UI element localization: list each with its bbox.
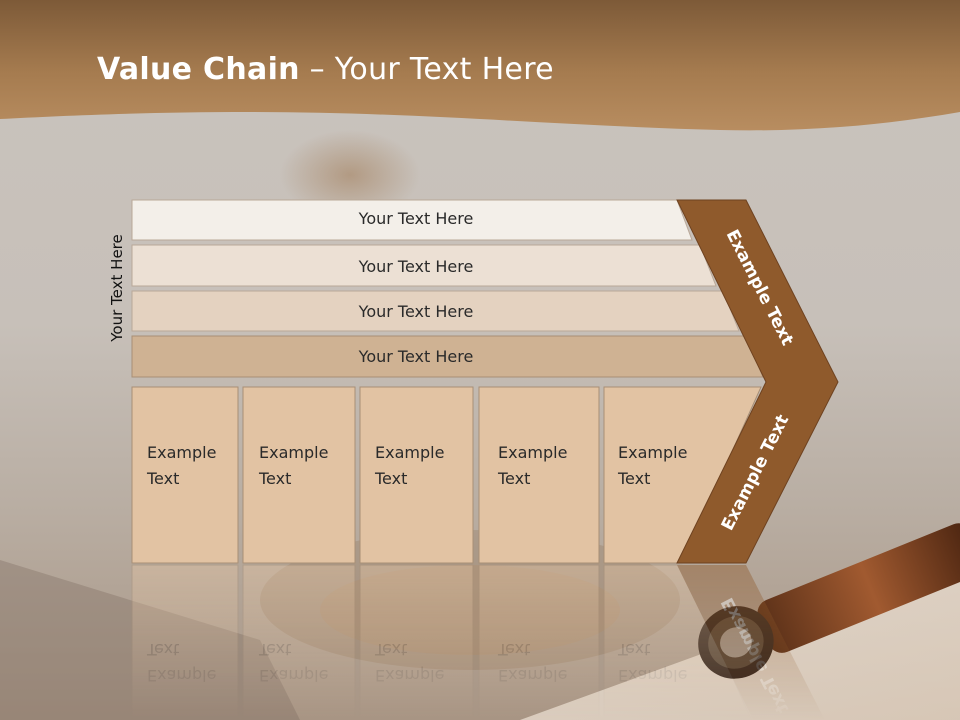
primary-column-4 [478,386,600,564]
reflection-text: Text [617,640,650,659]
reflection-text: Text [497,640,530,659]
diagram-reflection: Example Text Example Text Example Text E… [131,564,825,720]
support-row-1 [131,199,693,241]
primary-column-4-line2: Text [497,469,530,488]
primary-column-1-line1: Example [147,443,216,462]
primary-column-2 [242,386,356,564]
reflection-text: Text [146,640,179,659]
reflection-text: Example [147,666,216,685]
primary-column-3-line2: Text [374,469,407,488]
primary-column-1 [131,386,239,564]
primary-column-3 [359,386,474,564]
primary-column-5-line2: Text [617,469,650,488]
title-rest: – Your Text Here [299,52,554,87]
support-row-3 [131,290,740,332]
reflection-text: Text [258,640,291,659]
support-row-3-label: Your Text Here [358,302,474,321]
primary-column-2-line1: Example [259,443,328,462]
title-band [0,0,960,131]
primary-column-5-line1: Example [618,443,687,462]
primary-column-3-line1: Example [375,443,444,462]
primary-column-2-line2: Text [258,469,291,488]
support-row-4-label: Your Text Here [358,347,474,366]
support-row-1-label: Your Text Here [358,209,474,228]
reflection-text: Example [375,666,444,685]
primary-column-4-line1: Example [498,443,567,462]
reflection-text: Text [374,640,407,659]
reflection-text: Example [259,666,328,685]
side-label: Your Text Here [108,234,126,342]
slide-title: Value Chain – Your Text Here [97,52,554,87]
title-bold: Value Chain [97,52,300,87]
reflection-text: Example [498,666,567,685]
margin-chevron [676,199,839,564]
reflection-text: Example [618,666,687,685]
support-row-2 [131,244,717,287]
support-row-2-label: Your Text Here [358,257,474,276]
primary-column-1-line2: Text [146,469,179,488]
